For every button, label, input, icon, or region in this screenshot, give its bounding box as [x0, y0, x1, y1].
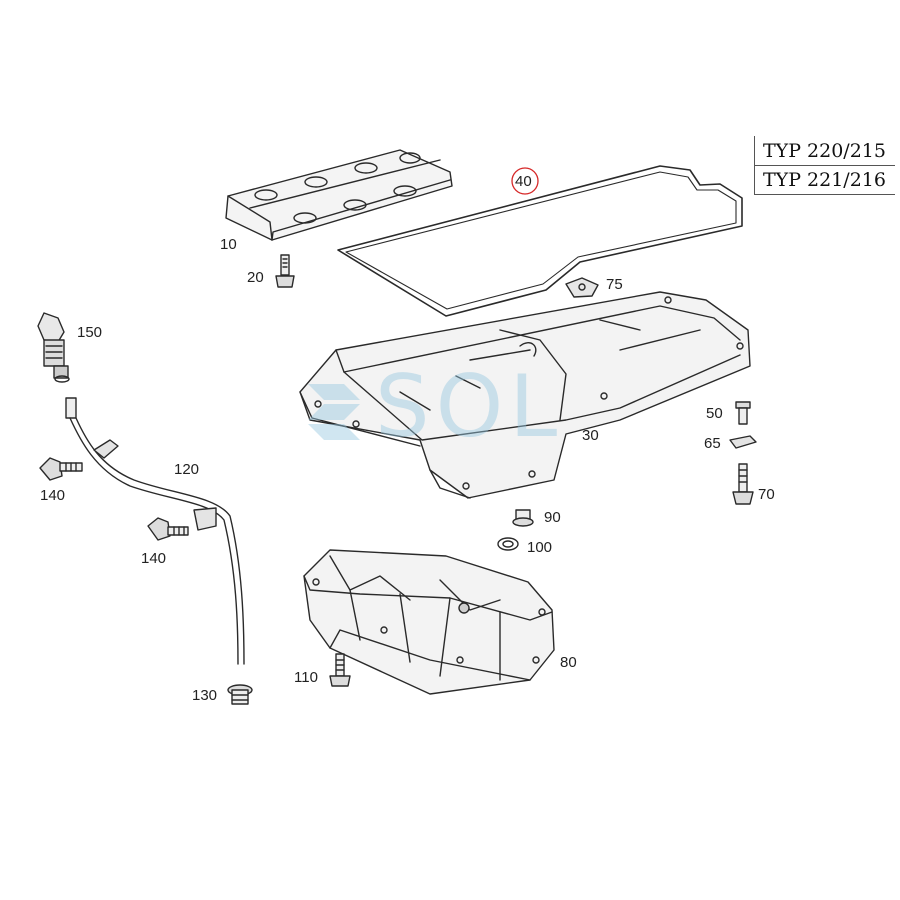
- part-label-10: 10: [220, 236, 237, 253]
- highlight-ring: [511, 167, 539, 195]
- upper-oil-pan-part: [299, 291, 751, 499]
- plug-130-part: [227, 684, 253, 705]
- model-type-line-2: TYP 221/216: [763, 169, 886, 191]
- part-label-150: 150: [77, 324, 103, 341]
- part-label-90: 90: [544, 509, 561, 526]
- part-label-100: 100: [527, 539, 553, 556]
- part-label-70: 70: [758, 486, 775, 503]
- model-type-divider: [755, 165, 895, 166]
- part-label-50: 50: [706, 405, 723, 422]
- bolt-20-part: [275, 254, 295, 288]
- dipstick-tube-part: [65, 397, 245, 665]
- bolt-50-part: [735, 401, 751, 425]
- model-type-line-1: TYP 220/215: [763, 140, 886, 162]
- part-label-120: 120: [174, 461, 200, 478]
- washer-plate-65-part: [729, 435, 757, 449]
- part-label-30: 30: [582, 427, 599, 444]
- oil-pan-gasket-part: [337, 165, 743, 317]
- bolt-140-right-part: [147, 517, 189, 541]
- part-label-140-left: 140: [40, 487, 66, 504]
- seal-ring-100-part: [497, 537, 519, 551]
- part-label-110: 110: [294, 669, 318, 686]
- stud-bolt-70-part: [732, 463, 754, 505]
- part-label-20: 20: [247, 269, 264, 286]
- bolt-110-part: [329, 653, 351, 687]
- part-label-80: 80: [560, 654, 577, 671]
- model-type-box: TYP 220/215 TYP 221/216: [754, 136, 895, 195]
- part-label-65: 65: [704, 435, 721, 452]
- clip-75-part: [565, 277, 599, 298]
- lower-oil-pan-part: [303, 549, 555, 695]
- drain-plug-90-part: [512, 509, 534, 527]
- bolt-140-left-part: [39, 457, 83, 481]
- part-label-130: 130: [192, 687, 218, 704]
- part-label-40: 40: [515, 173, 532, 190]
- baffle-plate-part: [225, 149, 453, 241]
- part-label-140-right: 140: [141, 550, 167, 567]
- oil-level-sensor-part: [37, 312, 70, 383]
- part-label-75: 75: [606, 276, 623, 293]
